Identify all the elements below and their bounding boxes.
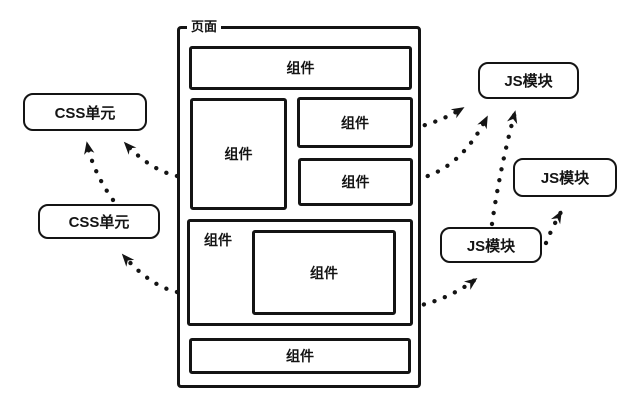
css-unit-2: CSS单元 <box>38 204 160 239</box>
component-right-bottom: 组件 <box>298 158 413 206</box>
js-module-1: JS模块 <box>478 62 579 99</box>
arrow-component-middle-to-js-module-3 <box>410 276 479 310</box>
css-unit-1: CSS单元 <box>23 93 147 131</box>
page-container: 页面 组件 组件 组件 组件 组件 组件 组件 <box>177 18 421 388</box>
js-module-label: JS模块 <box>466 237 516 255</box>
component-right-top: 组件 <box>297 97 413 148</box>
arrow-js-module-3-to-js-module-2 <box>543 209 564 246</box>
arrow-component-right-top-to-js-module-1 <box>411 105 466 131</box>
component-middle: 组件 组件 <box>187 219 413 326</box>
arrow-component-right-bottom-to-js-module-1 <box>414 114 490 182</box>
css-unit-label: CSS单元 <box>68 214 130 231</box>
component-label: 组件 <box>341 174 370 190</box>
component-label: 组件 <box>224 146 253 162</box>
component-bottom-bar: 组件 <box>189 338 411 374</box>
js-module-3: JS模块 <box>440 227 542 263</box>
page-label: 页面 <box>187 18 222 36</box>
component-label: 组件 <box>286 60 315 76</box>
component-label: 组件 <box>310 264 338 281</box>
js-module-2: JS模块 <box>513 158 617 197</box>
js-module-label: JS模块 <box>504 73 553 90</box>
css-unit-label: CSS单元 <box>54 104 116 122</box>
component-label: 组件 <box>204 232 232 248</box>
component-label: 组件 <box>341 114 369 131</box>
arrow-component-middle-to-css-unit-2 <box>120 252 180 295</box>
arrow-component-left-to-css-unit-1 <box>122 140 180 179</box>
component-middle-nested: 组件 <box>252 230 396 315</box>
js-module-label: JS模块 <box>540 170 590 187</box>
component-label: 组件 <box>286 348 314 364</box>
component-top-bar: 组件 <box>189 46 412 90</box>
component-left: 组件 <box>190 98 287 210</box>
arrow-js-module-3-to-js-module-1 <box>489 109 518 227</box>
arrow-css-unit-2-to-css-unit-1 <box>84 140 116 203</box>
